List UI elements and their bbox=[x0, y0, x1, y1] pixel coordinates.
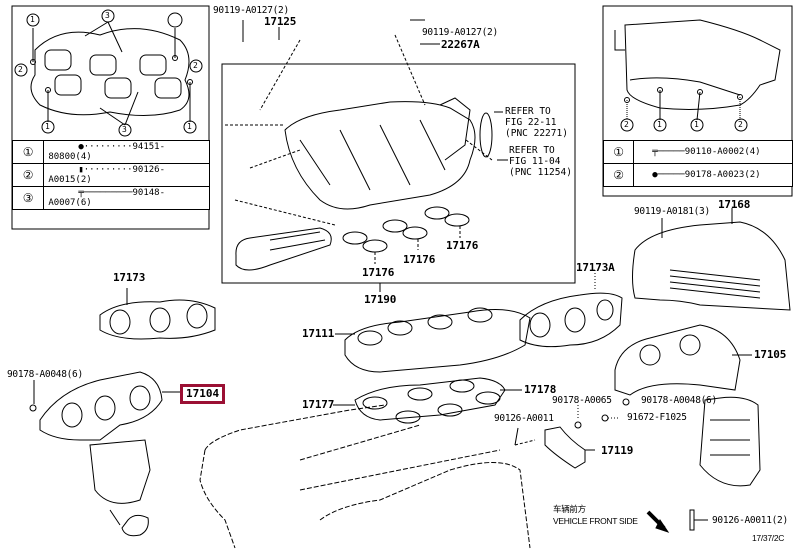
callout-number: 3 bbox=[105, 11, 110, 20]
right-inset-legend-table: ① ╤─────90110-A0002(4) ② ●─────90178-A00… bbox=[602, 140, 793, 187]
callout-number: 2 bbox=[738, 120, 743, 129]
engine-outline-drawing bbox=[199, 404, 531, 549]
part-label-17173[interactable]: 17173 bbox=[113, 271, 146, 284]
vehicle-front-label-cn: 车辆前方 bbox=[553, 504, 586, 514]
callout-key: ① bbox=[602, 140, 635, 164]
intake-manifold-drawing bbox=[235, 97, 493, 271]
left-inset-legend-table: ① ●·········94151-80800(4) ② ▮·········9… bbox=[11, 140, 210, 210]
part-label-90119-a0127-right[interactable]: 90119-A0127(2) bbox=[422, 27, 498, 38]
part-label-91672-f1025[interactable]: 91672-F1025 bbox=[627, 412, 687, 423]
callout-number: 2 bbox=[624, 120, 629, 129]
bracket-17119-drawing bbox=[514, 398, 630, 469]
part-label-17177[interactable]: 17177 bbox=[302, 398, 335, 411]
intake-gaskets-17176 bbox=[342, 206, 470, 253]
callout-number: 1 bbox=[45, 122, 50, 131]
intake-manifold-group-frame bbox=[221, 63, 576, 284]
callout-number: 2 bbox=[18, 65, 23, 74]
callout-key: ② bbox=[11, 163, 45, 187]
intake-gasket-inset-drawing bbox=[30, 21, 193, 126]
part-label-90119-a0181[interactable]: 90119-A0181(3) bbox=[634, 206, 710, 217]
part-label-17168[interactable]: 17168 bbox=[718, 198, 751, 211]
callout-number: 1 bbox=[187, 122, 192, 131]
part-label-90126-a0011-2[interactable]: 90126-A0011(2) bbox=[712, 515, 788, 526]
heat-insulator-17168-drawing bbox=[632, 208, 791, 311]
part-label-22267a[interactable]: 22267A bbox=[441, 38, 480, 51]
front-arrow bbox=[646, 509, 708, 533]
part-label-17119[interactable]: 17119 bbox=[601, 444, 634, 457]
callout-key: ② bbox=[602, 163, 635, 187]
part-label-17176-b[interactable]: 17176 bbox=[403, 253, 436, 266]
intake-gasket-17177-17178-drawing bbox=[333, 377, 522, 424]
legend-part-number[interactable]: ●─────90178-A0023(2) bbox=[633, 163, 793, 187]
legend-row: ② ▮·········90126-A0015(2) bbox=[11, 163, 210, 187]
legend-row: ③ ╤─────────90148-A0007(6) bbox=[11, 186, 210, 210]
legend-row: ① ●·········94151-80800(4) bbox=[11, 140, 210, 164]
part-label-17104-highlighted[interactable]: 17104 bbox=[180, 384, 226, 404]
intake-manifold-lower-17111-drawing bbox=[335, 307, 531, 373]
legend-row: ① ╤─────90110-A0002(4) bbox=[602, 140, 793, 164]
part-label-17173a[interactable]: 17173A bbox=[576, 261, 615, 274]
callout-key: ③ bbox=[11, 186, 45, 210]
exhaust-gasket-17173a-drawing bbox=[519, 270, 623, 348]
part-label-90178-a0065[interactable]: 90178-A0065 bbox=[552, 395, 612, 406]
leader-lines bbox=[225, 34, 493, 264]
legend-part-number[interactable]: ╤─────90110-A0002(4) bbox=[633, 140, 793, 164]
callout-number: 1 bbox=[657, 120, 662, 129]
figure-code: 17/37/2C bbox=[752, 533, 785, 543]
part-label-17105[interactable]: 17105 bbox=[754, 348, 787, 361]
part-label-90126-a0011[interactable]: 90126-A0011 bbox=[494, 413, 554, 424]
callout-number: 1 bbox=[30, 15, 35, 24]
callout-key: ① bbox=[11, 140, 45, 164]
legend-row: ② ●─────90178-A0023(2) bbox=[602, 163, 793, 187]
callout-number: 2 bbox=[193, 61, 198, 70]
left-inset-callouts bbox=[14, 9, 203, 137]
part-label-17125[interactable]: 17125 bbox=[264, 15, 297, 28]
part-label-90119-a0127-left[interactable]: 90119-A0127(2) bbox=[213, 5, 289, 16]
part-label-17178[interactable]: 17178 bbox=[524, 383, 557, 396]
legend-part-number[interactable]: ●·········94151-80800(4) bbox=[43, 140, 210, 164]
exhaust-manifold-17104-drawing bbox=[29, 371, 180, 537]
legend-part-number[interactable]: ╤─────────90148-A0007(6) bbox=[43, 186, 210, 210]
part-label-90178-a0048-right[interactable]: 90178-A0048(6) bbox=[641, 395, 717, 406]
vehicle-front-label: VEHICLE FRONT SIDE bbox=[553, 516, 638, 526]
exhaust-manifold-inset-drawing bbox=[614, 19, 781, 132]
refer-note-fig-22-11[interactable]: REFER TO FIG 22-11 (PNC 22271) bbox=[505, 106, 568, 139]
part-label-90178-a0048-left[interactable]: 90178-A0048(6) bbox=[7, 369, 83, 380]
refer-note-fig-11-04[interactable]: REFER TO FIG 11-04 (PNC 11254) bbox=[509, 145, 572, 178]
part-label-17190[interactable]: 17190 bbox=[364, 293, 397, 306]
exhaust-gasket-17173-drawing bbox=[99, 288, 216, 340]
part-label-17176-a[interactable]: 17176 bbox=[362, 266, 395, 279]
part-label-17111[interactable]: 17111 bbox=[302, 327, 335, 340]
part-label-17176-c[interactable]: 17176 bbox=[446, 239, 479, 252]
callout-number: 3 bbox=[122, 125, 127, 134]
legend-part-number[interactable]: ▮·········90126-A0015(2) bbox=[43, 163, 210, 187]
solid-leaders bbox=[242, 19, 508, 292]
right-inset-frame bbox=[602, 5, 793, 197]
left-inset-frame bbox=[11, 5, 210, 230]
callout-number: 1 bbox=[694, 120, 699, 129]
exhaust-manifold-17105-drawing bbox=[614, 324, 761, 487]
